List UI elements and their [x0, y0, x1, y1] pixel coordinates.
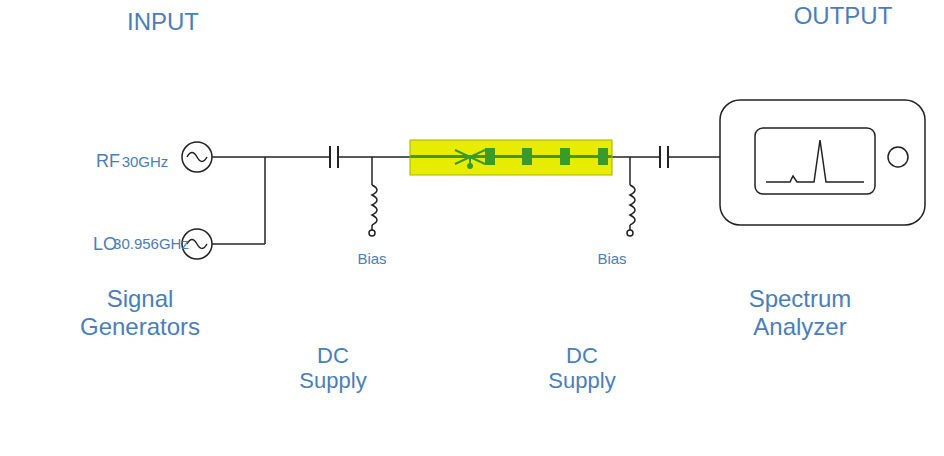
bias-label: Bias — [342, 250, 402, 267]
section-heading: INPUT — [63, 8, 263, 36]
bias-label: Bias — [582, 250, 642, 267]
frequency-label: 30GHz — [114, 153, 176, 170]
signal-name: RF — [93, 151, 123, 172]
instrument-label: Spectrum Analyzer — [725, 285, 875, 340]
frequency-label: 30.956GHz — [111, 235, 191, 252]
instrument-label: Signal Generators — [65, 285, 215, 340]
supply-label: DC Supply — [537, 343, 627, 394]
supply-label: DC Supply — [288, 343, 378, 394]
section-heading: OUTPUT — [743, 2, 943, 30]
